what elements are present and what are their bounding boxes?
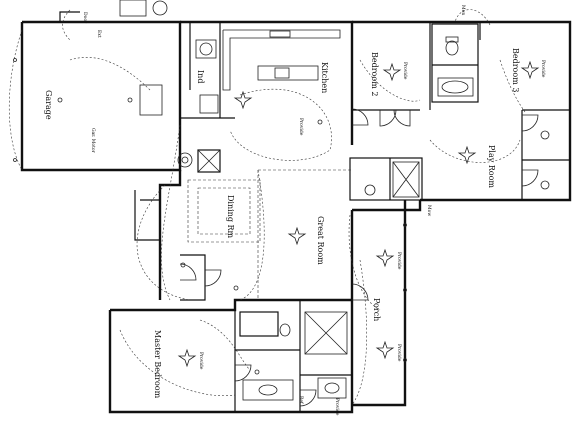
fan-note: Provide bbox=[396, 344, 402, 362]
fan-note: Provide bbox=[198, 352, 204, 370]
ceiling-fan-icon bbox=[233, 90, 253, 110]
bedroom3-label: Bedroom 3 bbox=[511, 48, 520, 92]
elec-note: Mon bbox=[460, 5, 466, 15]
ceiling-fan-icon bbox=[520, 60, 540, 80]
fan-note: Provide bbox=[396, 252, 402, 270]
elec-note: Provide bbox=[334, 398, 340, 416]
door-swings bbox=[59, 11, 539, 407]
ceiling-fans bbox=[177, 60, 540, 368]
great-room-label: Great Room bbox=[316, 216, 325, 265]
master-bedroom-label: Master Bedroom bbox=[153, 330, 162, 399]
ceiling-fan-icon bbox=[457, 145, 477, 165]
dining-label: Dining Rm bbox=[226, 195, 235, 239]
ceiling-fan-icon bbox=[287, 226, 307, 246]
elec-note: Mow bbox=[426, 205, 432, 216]
fan-note: Provide bbox=[298, 118, 304, 136]
garage-motor-note: Gar. Motor bbox=[90, 128, 96, 154]
ceiling-fan-icon bbox=[382, 62, 402, 82]
ceiling-fan-icon bbox=[375, 248, 395, 268]
plumbing-fixtures bbox=[177, 30, 474, 401]
bedroom2-label: Bedroom 2 bbox=[370, 52, 379, 96]
interior-walls bbox=[134, 22, 570, 412]
electrical-circuits bbox=[9, 9, 526, 406]
fan-note: Provide bbox=[540, 60, 546, 78]
play-room-label: Play Room bbox=[487, 145, 496, 188]
outlet-symbols bbox=[13, 0, 550, 375]
ceiling-fan-icon bbox=[177, 348, 197, 368]
elec-note: Ref bbox=[298, 396, 304, 404]
garage-label: Garage bbox=[44, 90, 53, 120]
porch-label: Porch bbox=[372, 298, 381, 321]
kitchen-label: Kitchen bbox=[320, 62, 329, 93]
fan-note: Provide bbox=[402, 62, 408, 80]
exterior-walls bbox=[20, 20, 572, 414]
ind-label: Ind bbox=[196, 70, 205, 83]
ceiling-fan-icon bbox=[375, 340, 395, 360]
door-motor-note: Door bbox=[82, 12, 88, 24]
elec-note: Ext bbox=[96, 30, 102, 38]
